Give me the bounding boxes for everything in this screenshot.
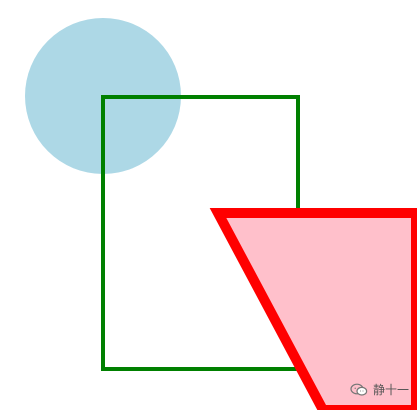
pink-trapezoid xyxy=(218,213,416,410)
red-trapezoid-border xyxy=(209,208,417,410)
